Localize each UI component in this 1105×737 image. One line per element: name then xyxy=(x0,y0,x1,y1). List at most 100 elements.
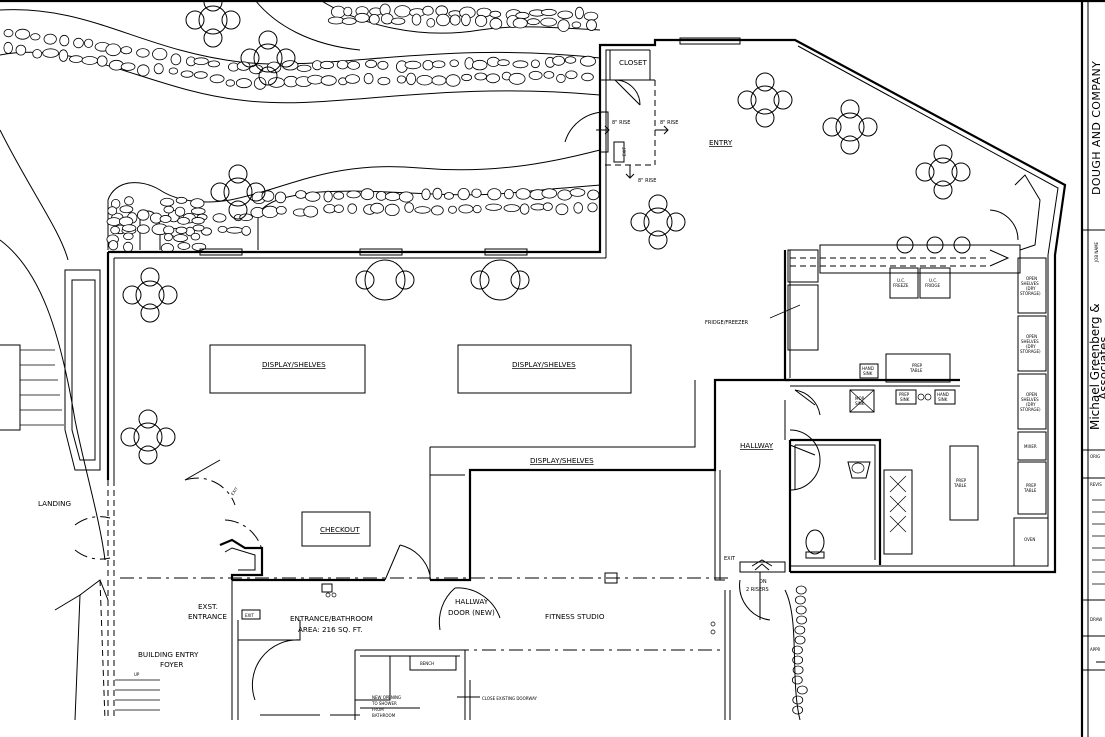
display-units xyxy=(209,344,632,547)
rise-label-left: 8" RISE xyxy=(612,120,630,126)
new-opening-label-1: NEW OPENING xyxy=(372,695,401,700)
area-label: AREA: 216 SQ. FT. xyxy=(298,625,363,634)
rise-arrows xyxy=(596,125,669,179)
uc-freeze-label-1: U.C. xyxy=(897,278,905,283)
table-group xyxy=(630,194,686,250)
new-opening-label-4: BATHROOM xyxy=(372,713,396,718)
table-group xyxy=(240,30,296,86)
entrance-bathroom-label: ENTRANCE/BATHROOM xyxy=(290,614,373,623)
building-entry-label-2: FOYER xyxy=(160,660,183,669)
oven-label: OVEN xyxy=(1024,537,1035,542)
open-shelves-2: OPEN SHELVES (DRY STORAGE) xyxy=(1020,334,1041,354)
exit-label-entrance: EXIT xyxy=(245,613,254,618)
exit-label-kitchen: EXIT xyxy=(724,556,736,562)
fridge-freezer-label: FRIDGE/FREEZER xyxy=(705,320,749,326)
prep-sink-label-a: PREP xyxy=(899,392,910,397)
mop-sink-label-a: MOP xyxy=(855,396,865,401)
revisions-label: REVIS xyxy=(1090,482,1102,487)
prep-table-3-label-a: PREP xyxy=(1026,483,1037,488)
rock-garden xyxy=(0,0,808,715)
table-group xyxy=(185,0,241,48)
exit-label-top: EXIT xyxy=(622,147,627,156)
hallway-door-label-1: HALLWAY xyxy=(455,597,489,606)
new-opening-label-3: FROM xyxy=(372,707,384,712)
open-shelves-1-label-a: OPEN xyxy=(1026,276,1037,281)
landing-label: LANDING xyxy=(38,499,71,508)
job-name-label: JOB NAME xyxy=(1094,241,1099,263)
plan-labels: CLOSET 8" RISE 8" RISE 8" RISE EXIT ENTR… xyxy=(38,58,1041,718)
entry-label: ENTRY xyxy=(709,138,733,147)
open-shelves-1-label-d: STORAGE) xyxy=(1020,291,1041,296)
table-group xyxy=(122,267,178,323)
walls xyxy=(106,37,1067,720)
prep-sink-label-b: SINK xyxy=(900,397,910,402)
architect-name: Michael Greenberg & xyxy=(1088,303,1102,430)
open-shelves-3-label-a: OPEN xyxy=(1026,392,1037,397)
up-label: UP xyxy=(134,672,140,677)
ext-entrance-label-1: EXST. xyxy=(198,602,218,611)
table-group xyxy=(210,164,266,220)
rise-label-bottom: 8" RISE xyxy=(638,178,656,184)
hand-sink-1-label-b: SINK xyxy=(863,371,873,376)
landing-area xyxy=(0,129,160,721)
close-doorway-label: CLOSE EXISTING DOORWAY xyxy=(482,696,537,701)
dn-label: DN xyxy=(759,579,767,585)
hallway-door-label-2: DOOR (NEW) xyxy=(448,608,495,617)
table-group xyxy=(120,409,176,465)
table-group xyxy=(822,99,878,155)
hand-sink-2-label-a: HAND xyxy=(937,392,949,397)
display-shelves-label-3: DISPLAY/SHELVES xyxy=(530,456,594,465)
checkout-label: CHECKOUT xyxy=(320,525,360,534)
hallway-label: HALLWAY xyxy=(740,441,774,450)
prep-table-2-label-b: TABLE xyxy=(953,483,967,488)
open-shelves-3: OPEN SHELVES (DRY STORAGE) xyxy=(1020,392,1041,412)
architect-name-2: Associates xyxy=(1097,336,1105,400)
door-swings xyxy=(120,79,730,651)
hand-sink-1-label-a: HAND xyxy=(862,366,874,371)
open-shelves-2-label-d: STORAGE) xyxy=(1020,349,1041,354)
hand-sink-2-label-b: SINK xyxy=(938,397,948,402)
prep-table-2-label-a: PREP xyxy=(956,478,967,483)
new-opening-label-2: TO SHOWER xyxy=(371,701,397,706)
drawn-label: DRAW xyxy=(1090,617,1102,622)
risers-label: 2 RISERS xyxy=(746,587,769,593)
approved-label: APPR xyxy=(1090,647,1101,652)
exit-label-landing: EXIT xyxy=(230,486,240,497)
table-group xyxy=(915,144,971,200)
open-shelves-2-label-a: OPEN xyxy=(1026,334,1037,339)
open-shelves-2-label-c: (DRY xyxy=(1026,344,1036,349)
original-label: ORIG xyxy=(1090,454,1100,459)
display-shelves-label-1: DISPLAY/SHELVES xyxy=(262,360,326,369)
display-shelves-label-2: DISPLAY/SHELVES xyxy=(512,360,576,369)
rise-label-right: 8" RISE xyxy=(660,120,678,126)
uc-freeze-label-2: FREEZE xyxy=(893,283,909,288)
table-group xyxy=(737,72,793,128)
uc-fridge-label-1: U.C. xyxy=(929,278,937,283)
table-group xyxy=(355,259,415,301)
company-name: DOUGH AND COMPANY xyxy=(1090,61,1103,195)
uc-fridge-label-2: FRIDGE xyxy=(925,283,940,288)
open-shelves-3-label-b: SHELVES xyxy=(1021,397,1039,402)
table-group xyxy=(470,259,530,301)
ext-entrance-label-2: ENTRANCE xyxy=(188,612,227,621)
lower-rooms xyxy=(231,580,801,721)
prep-table-3-label-b: TABLE xyxy=(1023,488,1037,493)
closet-label: CLOSET xyxy=(619,58,648,67)
mixer-label: MIXER xyxy=(1024,444,1037,449)
kitchen xyxy=(739,236,1049,621)
open-shelves-1-label-c: (DRY xyxy=(1026,286,1036,291)
open-shelves-3-label-c: (DRY xyxy=(1026,402,1036,407)
table-groups xyxy=(120,0,971,465)
prep-table-1-label-b: TABLE xyxy=(909,368,923,373)
open-shelves-1-label-b: SHELVES xyxy=(1021,281,1039,286)
building-entry-label-1: BUILDING ENTRY xyxy=(138,650,199,659)
mop-sink-label-b: SINK xyxy=(855,401,865,406)
fitness-studio-label: FITNESS STUDIO xyxy=(545,612,605,621)
open-shelves-3-label-d: STORAGE) xyxy=(1020,407,1041,412)
bench-label: BENCH xyxy=(420,661,434,666)
prep-table-1-label-a: PREP xyxy=(912,363,923,368)
open-shelves-2-label-b: SHELVES xyxy=(1021,339,1039,344)
open-shelves-1: OPEN SHELVES (DRY STORAGE) xyxy=(1020,276,1041,296)
